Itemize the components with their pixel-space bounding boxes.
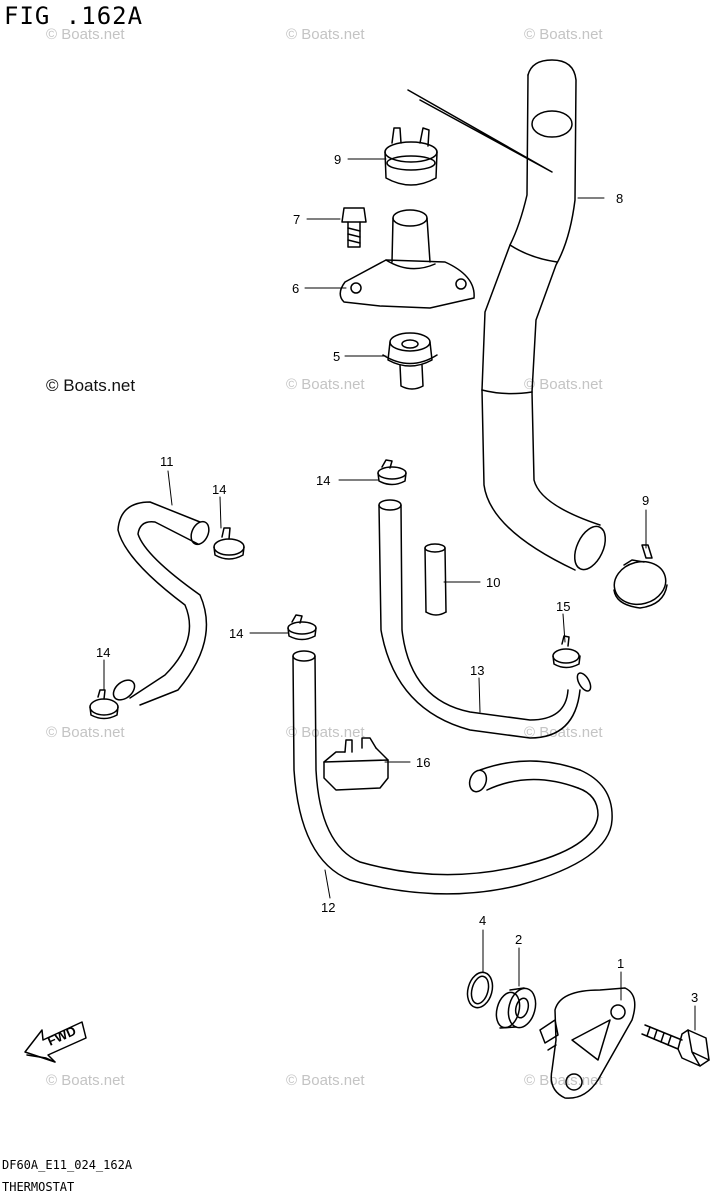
bolt-3-drawing (641, 1024, 710, 1067)
watermark: © Boats.net (286, 1072, 365, 1089)
watermark: © Boats.net (524, 376, 603, 393)
clamp-15-drawing (552, 635, 581, 669)
part-number-14: 14 (96, 645, 110, 660)
fwd-arrow-drawing (24, 1021, 87, 1063)
watermark-main: © Boats.net (46, 376, 136, 395)
part-number-11: 11 (160, 454, 174, 469)
cover-1-drawing (539, 987, 636, 1099)
watermark: © Boats.net (46, 724, 125, 741)
leader-15 (562, 613, 566, 643)
o-ring-4-drawing (466, 971, 494, 1009)
part-number-9: 9 (334, 152, 341, 167)
outlet-6-drawing (339, 209, 475, 309)
part-number-14: 14 (229, 626, 243, 641)
part-number-14: 14 (316, 473, 330, 488)
watermark: © Boats.net (524, 26, 603, 43)
part-number-1: 1 (617, 956, 624, 971)
hose-13-drawing (378, 499, 592, 739)
watermark: © Boats.net (286, 376, 365, 393)
hose-12-drawing (292, 650, 613, 895)
hose-8-drawing (481, 59, 607, 571)
clamp-9-right-drawing (613, 544, 668, 609)
seal-2-drawing (495, 987, 537, 1029)
hose-11-drawing (112, 501, 210, 706)
figure-title: FIG .162A (4, 2, 144, 30)
part-number-5: 5 (333, 349, 340, 364)
part-number-13: 13 (470, 663, 484, 678)
part-number-6: 6 (292, 281, 299, 296)
watermark: © Boats.net (286, 26, 365, 43)
clamp-9-top-drawing (384, 127, 438, 186)
thermostat-5-drawing (382, 332, 438, 390)
diagram-code: DF60A_E11_024_162A (2, 1158, 133, 1172)
watermark: © Boats.net (46, 1072, 125, 1089)
leader-14-a (219, 496, 222, 529)
clamp-14-d-drawing (287, 614, 317, 641)
clamp-14-a-drawing (213, 527, 245, 560)
hose-10-drawing (424, 543, 447, 616)
part-number-8: 8 (616, 191, 623, 206)
part-number-15: 15 (556, 599, 570, 614)
leader-13 (478, 677, 481, 713)
part-number-3: 3 (691, 990, 698, 1005)
watermark: © Boats.net (286, 724, 365, 741)
part-number-16: 16 (416, 755, 430, 770)
bolt-7-drawing (341, 207, 367, 248)
leader-11 (167, 470, 173, 506)
holder-16-drawing (323, 737, 389, 791)
diagram-caption: THERMOSTAT (2, 1180, 75, 1194)
part-number-10: 10 (486, 575, 500, 590)
part-number-2: 2 (515, 932, 522, 947)
part-number-12: 12 (321, 900, 335, 915)
fwd-label: FWD (45, 1023, 78, 1049)
part-number-9: 9 (642, 493, 649, 508)
part-number-14: 14 (212, 482, 226, 497)
part-number-7: 7 (293, 212, 300, 227)
part-number-4: 4 (479, 913, 486, 928)
watermark: © Boats.net (524, 1072, 603, 1089)
watermark: © Boats.net (46, 26, 125, 43)
clamp-14-c-drawing (377, 459, 407, 486)
leader-12 (324, 869, 331, 899)
connector-line (407, 89, 553, 173)
clamp-14-b-drawing (89, 689, 119, 720)
